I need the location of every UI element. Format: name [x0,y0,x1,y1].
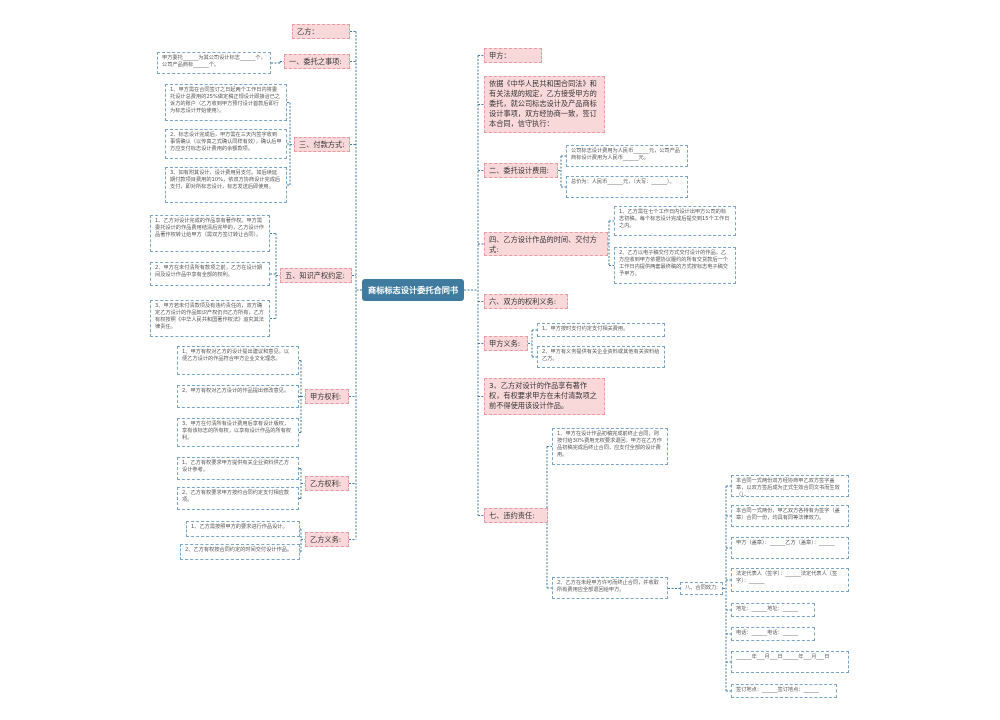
leaf-s1-text[interactable]: 甲方委托______为其公司设计标志______个，公司产品商标______个。 [157,52,271,74]
leaf-s7-item2[interactable]: 2、乙方在未经甲方许可而终止合同，并收取所有费用应全部退回给甲方。 [552,577,668,599]
leaf-duty-a-item1[interactable]: 1、甲方按时支付约定支付相关费用。 [537,323,665,337]
branch-party-b-duties[interactable]: 乙方义务: [305,532,349,547]
root-node[interactable]: 商标标志设计委托合同书 [362,279,465,301]
leaf-s8-item5[interactable]: 地址：______地址：______ [731,603,815,617]
leaf-s5-item2[interactable]: 2、甲方在未付清所有款项之前，乙方在设计期间及设计作品中享有全部的权利。 [150,262,270,286]
branch-party-a-rights[interactable]: 甲方权利: [305,389,349,404]
leaf-s8-item7[interactable]: ______年___月___日______年___月___日 [731,651,849,673]
leaf-s8-title[interactable]: 八、合同效力: [680,582,723,595]
branch-s2-fee[interactable]: 二、委托设计费用: [484,163,558,178]
branch-copyright-note[interactable]: 3、乙方对设计的作品享有著作权，有权要求甲方在未付清款项之前不得使用该设计作品。 [484,378,605,415]
leaf-duty-b-item2[interactable]: 2、乙方有权按合同约定的时间交付设计作品。 [180,544,300,560]
leaf-rights-a-item3[interactable]: 3、甲方在付清所有设计费用后享有设计版权，享有该标志的所有权，以享有设计作品的所… [177,418,299,447]
branch-s4-delivery[interactable]: 四、乙方设计作品的时间、交付方式: [484,232,608,256]
branch-intro[interactable]: 依据《中华人民共和国合同法》和有关法规的规定，乙方接受甲方的委托，就公司标志设计… [484,76,605,133]
branch-s6-rights-duties[interactable]: 六、双方的权利义务: [484,294,568,309]
leaf-s8-item2[interactable]: 本合同一式两份，甲乙双方各持有为签字（盖章）合同一份，均具有同等法律效力。 [731,505,849,527]
leaf-s3-item3[interactable]: 3、如有附其设计、设计费用另支付。如后续延期付款项目费用的10%，依双方协商设计… [165,167,287,203]
leaf-rights-b-item2[interactable]: 2、乙方有权要求甲方按约合同约定支付相应款项。 [177,487,299,510]
branch-s1-commission[interactable]: 一、委托之事项: [284,54,350,69]
branch-s3-payment[interactable]: 三、付款方式: [294,137,350,152]
leaf-rights-a-item2[interactable]: 2、甲方有权对乙方设计的作品提出修改意见。 [177,385,299,408]
leaf-rights-a-item1[interactable]: 1、甲方有权对乙方的设计提出建议和意见，以便乙方设计的作品符合甲方企业文化理念。 [177,346,299,375]
leaf-s8-item1[interactable]: 本合同一式两份双方经协商甲乙双方签字盖章，以双方签后成为正式生效合同文书而生效（… [731,475,849,497]
leaf-s5-item3[interactable]: 3、甲方若未付清款项及有违约责任的，双方确定乙方设计的作品知识产权仍归乙方所有，… [150,300,270,337]
leaf-s2-item1[interactable]: 公司标志设计费用为人民币______元，公司产品商标设计费用为人民币______… [566,145,688,167]
leaf-s4-item2[interactable]: 2、乙方以电子稿交付方式交付设计的作品，乙方应收到甲方依据协议履约的所有交货款后… [614,247,736,284]
leaf-duty-a-item2[interactable]: 2、甲方有义务提供有关企业资料或其他有关资料给乙方。 [537,346,665,368]
branch-party-a[interactable]: 甲方：________ [484,48,542,63]
leaf-s8-item6[interactable]: 电话：______电话：______ [731,627,815,641]
leaf-rights-b-item1[interactable]: 1、乙方有权要求甲方提供有关企业资料供乙方设计参考。 [177,457,299,480]
leaf-s2-item2[interactable]: 总价为：人民币______元，（大写：______）。 [566,176,688,198]
leaf-s4-item1[interactable]: 1、乙方需在七个工作日内设计出甲方公司的标志初稿，每个标志设计完成后提交到15个… [614,206,736,236]
branch-party-b[interactable]: 乙方：________ [292,24,350,39]
leaf-s8-item4[interactable]: 法定代表人（签字）：______法定代表人（签字）：______ [731,568,849,592]
leaf-s3-item2[interactable]: 2、标志设计完成后，甲方需在三天内签字收到事情确认（以传真之式确认同样有效），确… [165,129,287,159]
leaf-s7-item1[interactable]: 1、甲方在设计作品初稿完成前终止合同，则按付给30%费用无权要求退回，甲方在乙方… [552,428,668,465]
leaf-s8-item8[interactable]: 签订地点：______签订地点：______ [731,684,837,698]
branch-party-b-rights[interactable]: 乙方权利: [305,476,349,491]
branch-s7-breach[interactable]: 七、违约责任: [484,508,548,523]
leaf-s8-item3[interactable]: 甲方（盖章）：______乙方（盖章）：______ [731,537,849,559]
leaf-s5-item1[interactable]: 1、乙方对设计完成的作品享有著作权。甲方需委托设计的作品费用结清后完毕的，乙方设… [150,215,270,252]
branch-party-a-duties[interactable]: 甲方义务: [484,336,528,351]
leaf-s3-item1[interactable]: 1、甲方需在合同签订之日起两个工作日内将委托设计总费用的25%做定稿正规设计即接… [165,84,287,121]
leaf-duty-b-item1[interactable]: 1、乙方需按照甲方的要求进行作品设计。 [186,521,300,537]
branch-s5-ip[interactable]: 五、知识产权约定: [280,268,352,283]
